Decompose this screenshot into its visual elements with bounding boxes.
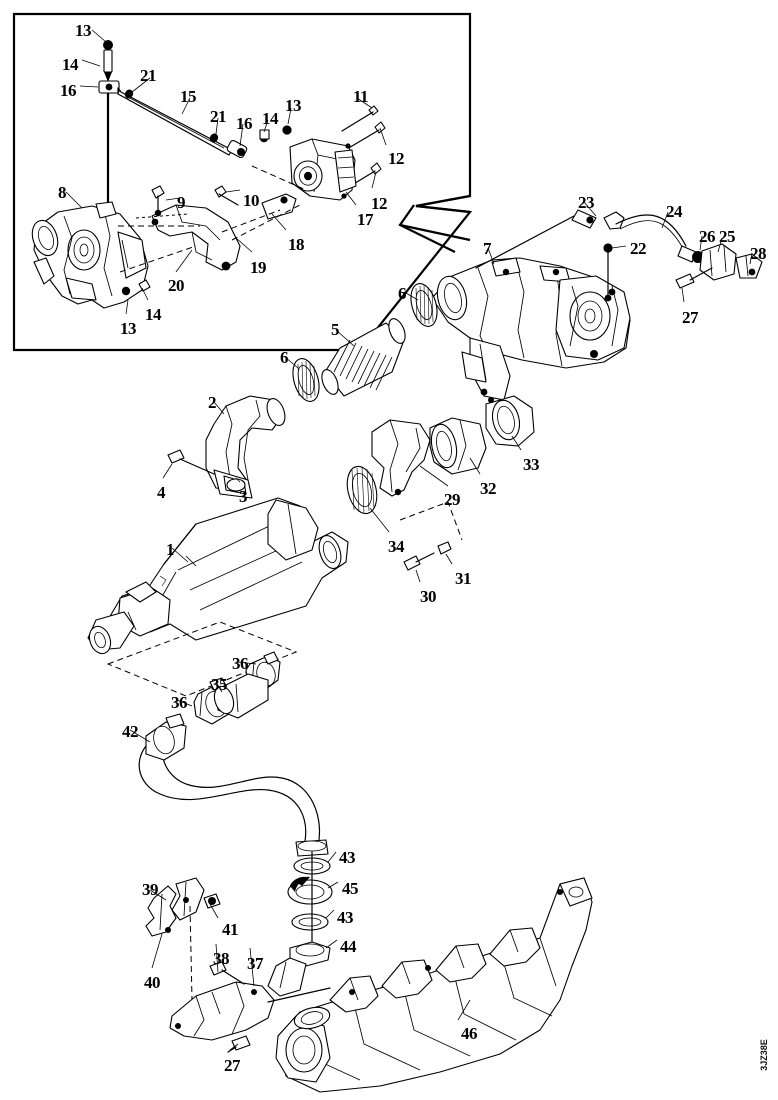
hose-42 bbox=[138, 713, 329, 857]
bracket-37 bbox=[169, 961, 331, 1053]
inset-lever-20 bbox=[151, 185, 241, 271]
callout-17: 17 bbox=[357, 210, 374, 229]
bracket-39-40-41 bbox=[145, 877, 221, 1001]
callout-19: 19 bbox=[250, 258, 267, 277]
callout-21: 21 bbox=[140, 66, 157, 85]
callout-18: 18 bbox=[288, 235, 305, 254]
callout-6: 6 bbox=[280, 348, 289, 367]
bellows-5 bbox=[321, 318, 406, 397]
elbow-pipe-2 bbox=[167, 395, 286, 499]
callout-14: 14 bbox=[262, 109, 279, 128]
callout-29: 29 bbox=[444, 490, 461, 509]
callout-7: 7 bbox=[483, 239, 492, 258]
callout-33: 33 bbox=[523, 455, 540, 474]
callout-44: 44 bbox=[340, 937, 357, 956]
callout-41: 41 bbox=[222, 920, 239, 939]
callout-12: 12 bbox=[371, 194, 388, 213]
callout-16: 16 bbox=[236, 114, 253, 133]
inset-bolts-11-12 bbox=[341, 105, 386, 189]
callout-46: 46 bbox=[461, 1024, 478, 1043]
callout-14: 14 bbox=[145, 305, 162, 324]
callout-2: 2 bbox=[208, 393, 217, 412]
drawing-id-text: 3JZ38E bbox=[759, 1039, 769, 1071]
callout-25: 25 bbox=[719, 227, 736, 246]
callout-13: 13 bbox=[285, 96, 302, 115]
drawing-id: 3JZ38E bbox=[756, 1020, 772, 1090]
callout-27: 27 bbox=[682, 308, 699, 327]
callout-43: 43 bbox=[337, 908, 354, 927]
callout-36: 36 bbox=[232, 654, 249, 673]
intake-manifold-46 bbox=[275, 877, 593, 1093]
callout-43: 43 bbox=[339, 848, 356, 867]
callout-13: 13 bbox=[75, 21, 92, 40]
callout-10: 10 bbox=[243, 191, 260, 210]
callout-24: 24 bbox=[666, 202, 683, 221]
callout-6: 6 bbox=[398, 284, 407, 303]
main-manifold-7 bbox=[431, 257, 631, 401]
callout-8: 8 bbox=[58, 183, 67, 202]
callout-28: 28 bbox=[750, 244, 767, 263]
inset-detail-box-outline bbox=[12, 12, 473, 352]
callout-9: 9 bbox=[177, 193, 186, 212]
callout-3: 3 bbox=[239, 487, 248, 506]
gaskets-6 bbox=[292, 283, 438, 402]
callout-16: 16 bbox=[60, 81, 77, 100]
callout-22: 22 bbox=[630, 239, 647, 258]
hose-clamps-35-36 bbox=[193, 651, 281, 725]
gasket-34 bbox=[346, 465, 378, 515]
seals-43-45-43-44 bbox=[267, 851, 333, 997]
leader-lines bbox=[65, 29, 753, 1051]
inset-alignment-lines bbox=[118, 165, 307, 273]
callout-40: 40 bbox=[144, 973, 161, 992]
callout-39: 39 bbox=[142, 880, 159, 899]
callout-32: 32 bbox=[480, 479, 497, 498]
callout-1: 1 bbox=[166, 540, 175, 559]
callout-5: 5 bbox=[331, 320, 340, 339]
callout-42: 42 bbox=[122, 722, 139, 741]
callout-30: 30 bbox=[420, 587, 437, 606]
callout-27: 27 bbox=[224, 1056, 241, 1075]
callout-31: 31 bbox=[455, 569, 472, 588]
callout-13: 13 bbox=[120, 319, 137, 338]
callout-21: 21 bbox=[210, 107, 227, 126]
callout-35: 35 bbox=[211, 675, 228, 694]
bolts-30-31 bbox=[399, 501, 463, 571]
inset-control-rod-15 bbox=[117, 87, 292, 159]
callout-34: 34 bbox=[388, 537, 405, 556]
callout-23: 23 bbox=[578, 193, 595, 212]
inset-linkage-rod bbox=[98, 40, 120, 228]
callout-11: 11 bbox=[353, 87, 369, 106]
inset-turbo-housing-8 bbox=[31, 201, 151, 309]
callout-14: 14 bbox=[62, 55, 79, 74]
callout-12: 12 bbox=[388, 149, 405, 168]
callout-15: 15 bbox=[180, 87, 197, 106]
elbow-29-pipe-32 bbox=[371, 395, 535, 497]
callout-37: 37 bbox=[247, 954, 264, 973]
callout-4: 4 bbox=[157, 483, 166, 502]
callout-38: 38 bbox=[213, 949, 230, 968]
egr-cooler-1 bbox=[87, 497, 349, 697]
callout-45: 45 bbox=[342, 879, 359, 898]
callout-20: 20 bbox=[168, 276, 185, 295]
inset-egr-valve-17 bbox=[289, 138, 357, 201]
callout-36: 36 bbox=[171, 693, 188, 712]
callout-26: 26 bbox=[699, 227, 716, 246]
inset-pointer bbox=[398, 204, 471, 253]
